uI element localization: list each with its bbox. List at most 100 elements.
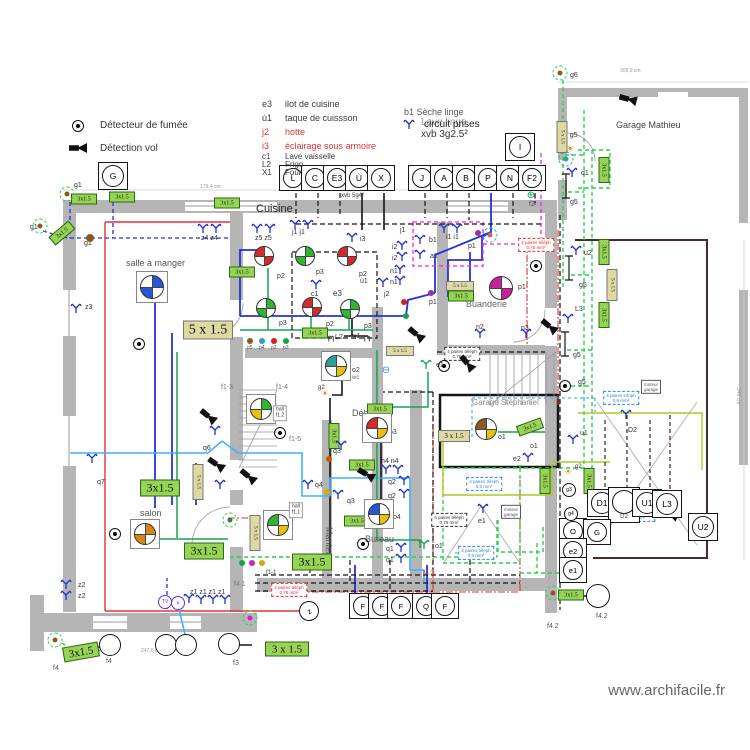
plan-label: L3: [575, 306, 583, 313]
legend-code: c1: [262, 152, 271, 161]
plan-label: z5 z5: [255, 235, 272, 242]
plan-label: b1: [429, 237, 437, 244]
ceiling-light-icon: [414, 248, 426, 260]
outlet-pie: [302, 297, 322, 317]
smoke-detector-icon: [72, 120, 84, 132]
junction-dot: [247, 338, 253, 344]
smoke-detector-icon: [530, 260, 542, 272]
ceiling-light-icon: [346, 231, 358, 243]
plan-label: q1: [386, 546, 394, 553]
plan-label: Garage Stéphanie: [472, 398, 537, 407]
plan-label: p1: [468, 243, 476, 250]
door-arcs: [191, 132, 596, 546]
plan-label: e2: [513, 456, 521, 463]
junction-dot: [259, 560, 265, 566]
circuit-circle: G: [98, 162, 128, 190]
cable-target-icon: [222, 512, 238, 528]
plan-label: q2: [388, 493, 396, 500]
smoke-detector-icon: [109, 528, 121, 540]
ceiling-light-icon: [566, 166, 578, 178]
ceiling-light-icon: [570, 244, 582, 256]
plan-label: u1: [580, 430, 588, 437]
plan-label: p1: [429, 299, 437, 306]
circuit-circle: I: [505, 133, 535, 161]
circuit-circle: [175, 634, 197, 656]
ceiling-light-icon: [395, 552, 407, 564]
plan-label: g5: [570, 199, 578, 206]
ceiling-light-icon: [214, 478, 226, 490]
plan-label: g6 g5: [560, 132, 578, 139]
junction-dot: [475, 230, 481, 236]
plan-label: n1: [390, 268, 398, 275]
outlet-pie: [364, 499, 394, 529]
plan-label: q2: [388, 479, 396, 486]
circuit-circle: F: [387, 593, 415, 619]
ceiling-light-icon: [60, 578, 72, 590]
ceiling-light-icon: [403, 118, 415, 130]
outlet-pie: [263, 510, 293, 540]
cable-tag: 5 x 1.5: [249, 515, 261, 551]
plan-label: f1-3: [221, 384, 234, 391]
legend-label: éclairage sous armoire: [285, 141, 377, 151]
cable-tag: 3x1.5: [598, 157, 610, 183]
cable-tag: 3x1.5: [71, 193, 97, 205]
cable-tag: 3x1.5: [140, 479, 180, 497]
legend-label: Frigo: [285, 160, 304, 169]
legend-right-cable: xvb 3g2.5²: [421, 129, 468, 140]
ceiling-light-icon: [451, 222, 463, 234]
plan-label: Bureau: [365, 534, 395, 544]
ceiling-light-icon: [477, 502, 489, 514]
plan-label: q3: [333, 448, 341, 455]
cable-tag: 5 x 1.5: [446, 281, 474, 291]
glyph-icon: ☀: [321, 389, 329, 398]
cable-tag: 5 x 1.5: [183, 320, 233, 340]
circuit-circle: [155, 634, 177, 656]
plan-label: wc: [352, 375, 360, 381]
ceiling-light-icon: [86, 452, 98, 464]
kitchen-island-dashed: [291, 251, 378, 339]
ceiling-light-icon: [289, 218, 301, 230]
legend-code: X1: [262, 168, 272, 177]
plan-label: c1: [311, 291, 319, 298]
plan-label: i2: [392, 255, 398, 262]
ceiling-light-icon: [395, 541, 407, 553]
outlet-pie: [130, 519, 160, 549]
plan-label: o2: [352, 367, 360, 374]
cable-target-icon: [32, 218, 48, 234]
plan-label: g2: [318, 385, 325, 391]
glyph-icon: ⊕: [526, 190, 536, 201]
wire-magenta-dashed: [412, 153, 542, 267]
fluorescent-light-icon: [560, 331, 570, 357]
plan-label: f4: [53, 665, 59, 672]
plan-label: g5: [578, 379, 586, 386]
plan-label: n2: [476, 324, 484, 331]
ceiling-light-icon: [60, 589, 72, 601]
cable-tag: 3x1.5: [539, 468, 551, 494]
outlet-pie: [321, 351, 351, 381]
glyph-icon: ⊓: [363, 333, 371, 344]
ceiling-light-icon: [418, 538, 430, 550]
ceiling-light-icon: [520, 327, 532, 339]
cable-tag: 3 x 1.5: [438, 430, 470, 442]
wire-red-solid: [104, 221, 303, 612]
smoke-detector-icon: [133, 338, 145, 350]
plan-label: L2: [335, 334, 343, 341]
plan-label: e3: [333, 289, 342, 298]
plan-label: o4: [393, 514, 401, 521]
plan-label: 179,4 cm: [200, 184, 221, 190]
plan-label: u2: [584, 250, 592, 257]
plan-label: Garage Mathieu: [616, 120, 681, 130]
plan-label: p2: [326, 321, 334, 328]
plan-label: n4 n4: [381, 458, 399, 465]
breaker-circle: X: [367, 165, 395, 191]
plan-label: e1: [478, 518, 486, 525]
circuit-circle: g3: [562, 483, 576, 497]
plan-label: g1: [74, 182, 82, 189]
ceiling-light-icon: [377, 276, 389, 288]
plan-label: f4.3: [423, 570, 435, 577]
cable-tag: 3x1.5: [229, 266, 255, 278]
